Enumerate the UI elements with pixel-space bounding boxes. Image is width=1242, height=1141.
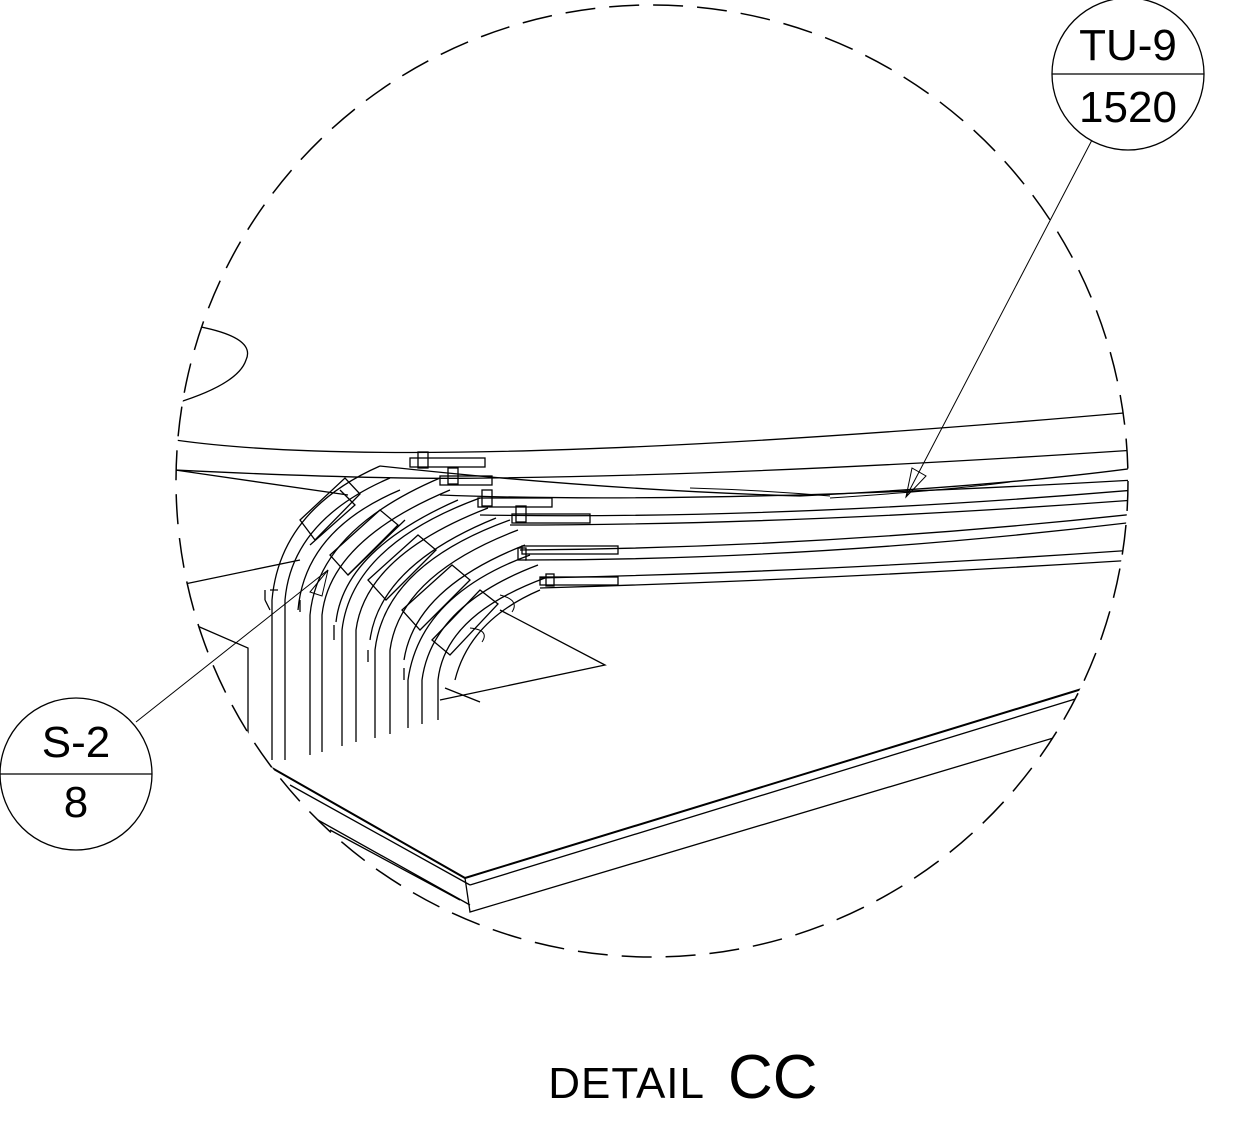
callout-s2-ref: 8 bbox=[64, 778, 88, 827]
s2-leader bbox=[135, 569, 329, 723]
cable-bends bbox=[264, 465, 546, 760]
s2-arrowhead bbox=[309, 569, 329, 597]
detail-boundary-circle bbox=[175, 4, 1129, 958]
detail-title: DETAIL CC bbox=[548, 1043, 817, 1112]
tu9-leader bbox=[905, 139, 1093, 498]
callout-s2-id: S-2 bbox=[42, 718, 110, 767]
tu9-arrowhead bbox=[905, 467, 927, 499]
top-connectors bbox=[409, 451, 619, 587]
callout-tu9: TU-9 1520 bbox=[1051, 0, 1205, 151]
upper-left-curve bbox=[176, 319, 249, 406]
rails bbox=[176, 411, 1128, 589]
callout-s2: S-2 8 bbox=[0, 697, 153, 851]
detail-contents bbox=[176, 319, 1128, 913]
detail-title-label: CC bbox=[728, 1043, 818, 1112]
callout-tu9-id: TU-9 bbox=[1079, 21, 1177, 70]
callout-tu9-ref: 1520 bbox=[1079, 83, 1177, 132]
base-plate bbox=[271, 609, 1086, 913]
detail-title-prefix: DETAIL bbox=[548, 1059, 705, 1108]
